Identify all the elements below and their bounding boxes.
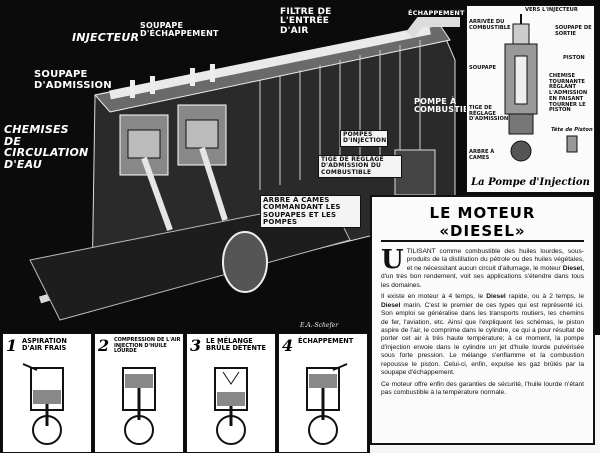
inset-label-chemise: CHEMISE TOURNANTE RÉGLANT L'ADMISSION en… (549, 73, 588, 114)
stroke-3-number: 3 (190, 336, 202, 355)
engine-block (29, 17, 460, 321)
stroke-4-drawing (306, 363, 348, 445)
label-filtre-air: FILTRE DE L'ENTRÉE D'AIR (280, 7, 332, 36)
artist-signature: E.A.-Schefer (300, 322, 339, 329)
article-dropcap: U (381, 245, 404, 275)
article-paragraph-3: Ce moteur offre enfin des garanties de s… (381, 380, 584, 396)
article-title-text: LE MOTEUR «DIESEL» (381, 204, 584, 242)
stroke-2-title: COMPRESSION DE L'AIR INJECTION D'HUILE L… (114, 337, 181, 354)
inset-label-tete: Tête de Piston (551, 127, 593, 133)
stroke-3-title: LE MÉLANGE BRÛLE DÉTENTE (206, 337, 266, 353)
label-tige-reglage: TIGE DE RÉGLAGE D'ADMISSION DU COMBUSTIB… (318, 155, 402, 178)
inset-label-tige: TIGE de RÉGLAGE d'ADMISSION (469, 105, 509, 123)
label-pompes-injection: POMPES D'INJECTION (340, 130, 388, 147)
stroke-1-panel: 1 ASPIRATION D'AIR FRAIS (2, 333, 92, 453)
stroke-2-drawing (122, 367, 156, 445)
inset-label-arrivee: ARRIVÉE DU COMBUSTIBLE (469, 19, 511, 31)
stroke-2-number: 2 (98, 336, 110, 355)
stroke-4-number: 4 (282, 336, 294, 355)
label-injecteur: INJECTEUR (72, 31, 140, 44)
label-soupape-echappement: SOUPAPE D'ÉCHAPPEMENT (140, 21, 219, 39)
article-p2-d: marin. C'est le premier de ces types qui… (381, 301, 584, 377)
inset-label-vers-injecteur: vers l'INJECTEUR (525, 7, 578, 13)
inset-label-arbre: ARBRE À CAMES (469, 149, 495, 161)
stroke-1-drawing (22, 363, 64, 445)
article-paragraph-2: Il existe en moteur à 4 temps, le Diesel… (381, 293, 584, 377)
injection-pump-drawing (504, 14, 578, 162)
article-p2-b2: Diesel (381, 301, 401, 309)
article-p2-c: rapide, ou à 2 temps, le (505, 293, 584, 301)
label-chemises: CHEMISES DE CIRCULATION D'EAU (4, 123, 89, 171)
stroke-2-panel: 2 COMPRESSION DE L'AIR INJECTION D'HUILE… (94, 333, 184, 453)
label-echappement-top: ÉCHAPPEMENT (408, 9, 465, 17)
inset-label-piston: PISTON (563, 55, 585, 61)
stroke-3-panel: 3 LE MÉLANGE BRÛLE DÉTENTE (186, 333, 276, 453)
article-p1-lead: TILISANT comme combustible des huiles lo… (406, 248, 584, 272)
inset-caption: La Pompe d'Injection (471, 177, 590, 188)
label-soupape-admission: SOUPAPE D'ADMISSION (34, 69, 112, 91)
stroke-3-drawing (214, 367, 248, 445)
stroke-1-number: 1 (6, 336, 18, 355)
article-p1-tail: d'un très bon rendement, voit ses applic… (381, 273, 584, 289)
article-title: LE MOTEUR «DIESEL» (381, 204, 584, 242)
stroke-4-panel: 4 ÉCHAPPEMENT (278, 333, 368, 453)
label-pompe-combustible: POMPE À COMBUSTIBLE (414, 97, 481, 115)
article-p2-b1: Diesel (486, 293, 506, 301)
stroke-1-title: ASPIRATION D'AIR FRAIS (22, 337, 67, 353)
label-arbre-cames: ARBRE À CAMES COMMANDANT LES SOUPAPES ET… (260, 195, 361, 229)
article-p1-bold: Diesel, (562, 264, 584, 272)
inset-label-soupape-sortie: SOUPAPE DE SORTIE (555, 25, 592, 37)
injection-pump-inset: vers l'INJECTEUR ARRIVÉE DU COMBUSTIBLE … (466, 5, 595, 193)
inset-label-soupape: SOUPAPE (469, 65, 497, 71)
stroke-4-title: ÉCHAPPEMENT (298, 337, 354, 345)
article-p2-a: Il existe en moteur à 4 temps, le (381, 293, 487, 301)
